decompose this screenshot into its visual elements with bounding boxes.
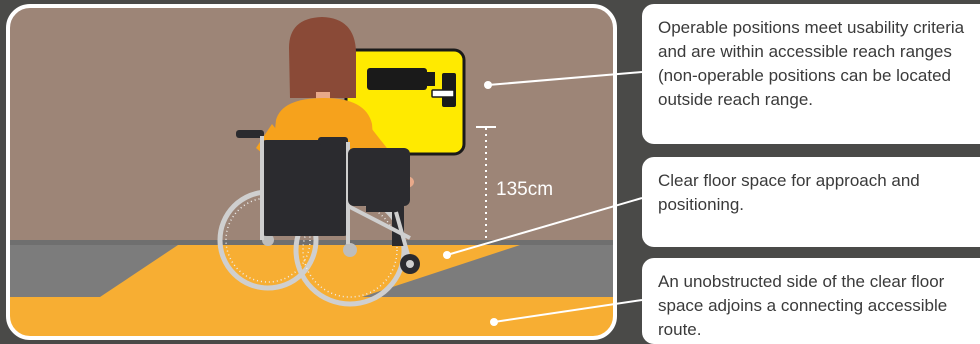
callout-reach-range: Operable positions meet usability criter… bbox=[642, 4, 980, 144]
leader-dot-3 bbox=[490, 318, 498, 326]
callout-accessible-route: An unobstructed side of the clear floor … bbox=[642, 258, 980, 344]
leader-dot-1 bbox=[484, 81, 492, 89]
callout-reach-range-text: Operable positions meet usability criter… bbox=[658, 18, 964, 109]
callout-clear-floor-space-text: Clear floor space for approach and posit… bbox=[658, 171, 920, 214]
callout-accessible-route-text: An unobstructed side of the clear floor … bbox=[658, 272, 947, 339]
leader-dot-2 bbox=[443, 251, 451, 259]
callout-clear-floor-space: Clear floor space for approach and posit… bbox=[642, 157, 980, 247]
height-measure-label: 135cm bbox=[496, 179, 553, 200]
